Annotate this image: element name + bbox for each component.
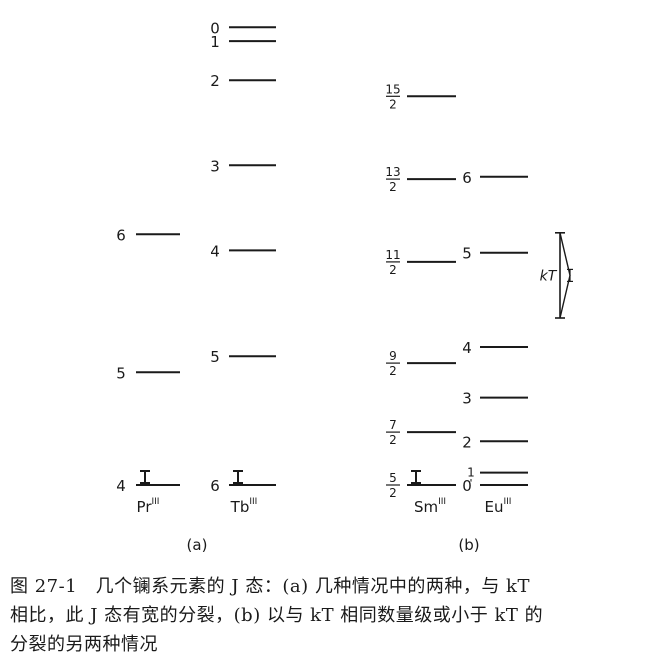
level-label-den-sm-13-2: 2	[389, 180, 397, 194]
ion-label-pr: PrIII	[137, 497, 160, 516]
level-label-eu-6: 6	[462, 169, 472, 187]
marks-layer: PrIII TbIII SmIII EuIII kT	[137, 232, 573, 516]
level-label-num-sm-5-2: 5	[389, 471, 397, 485]
level-label-pr-4: 4	[116, 477, 126, 495]
kt-bracket	[555, 232, 573, 319]
level-label-eu-2: 2	[462, 433, 472, 451]
ground-state-marker-tb	[233, 470, 243, 484]
panel-b-label: (b)	[458, 536, 479, 554]
level-label-eu-1: 1	[467, 466, 475, 480]
caption-line-2: 相比，此 J 态有宽的分裂，(b) 以与 kT 相同数量级或小于 kT 的	[10, 605, 544, 626]
level-label-num-sm-15-2: 15	[385, 82, 400, 96]
figure-caption: 图 27-1 几个镧系元素的 J 态：(a) 几种情况中的两种，与 kT 相比，…	[10, 572, 658, 659]
level-label-tb-1: 1	[210, 33, 220, 51]
caption-line-1: 图 27-1 几个镧系元素的 J 态：(a) 几种情况中的两种，与 kT	[10, 576, 530, 597]
ion-label-sm: SmIII	[414, 497, 446, 516]
level-label-eu-3: 3	[462, 390, 472, 408]
level-label-eu-4: 4	[462, 339, 472, 357]
panel-a-label: (a)	[187, 536, 208, 554]
level-label-tb-2: 2	[210, 72, 220, 90]
level-label-pr-5: 5	[116, 364, 126, 382]
level-label-den-sm-7-2: 2	[389, 433, 397, 447]
level-label-tb-5: 5	[210, 348, 220, 366]
level-label-num-sm-13-2: 13	[385, 165, 400, 179]
level-label-num-sm-9-2: 9	[389, 349, 397, 363]
level-label-num-sm-7-2: 7	[389, 418, 397, 432]
kt-bracket-angle	[559, 232, 571, 319]
level-label-eu-0: 0	[462, 477, 472, 495]
level-label-den-sm-5-2: 2	[389, 486, 397, 500]
ion-label-eu: EuIII	[485, 497, 512, 516]
level-label-tb-6: 6	[210, 477, 220, 495]
level-label-pr-6: 6	[116, 226, 126, 244]
level-label-tb-3: 3	[210, 157, 220, 175]
level-label-eu-5: 5	[462, 245, 472, 263]
level-label-den-sm-9-2: 2	[389, 364, 397, 378]
level-label-num-sm-11-2: 11	[385, 248, 400, 262]
caption-line-3: 分裂的另两种情况	[10, 634, 158, 655]
ground-state-marker-pr	[140, 470, 150, 484]
level-label-den-sm-15-2: 2	[389, 97, 397, 111]
level-label-den-sm-11-2: 2	[389, 263, 397, 277]
level-label-tb-0: 0	[210, 19, 220, 37]
ground-state-marker-sm	[411, 470, 421, 484]
kt-label: kT	[540, 268, 558, 284]
ion-label-tb: TbIII	[230, 497, 258, 516]
level-label-tb-4: 4	[210, 242, 220, 260]
